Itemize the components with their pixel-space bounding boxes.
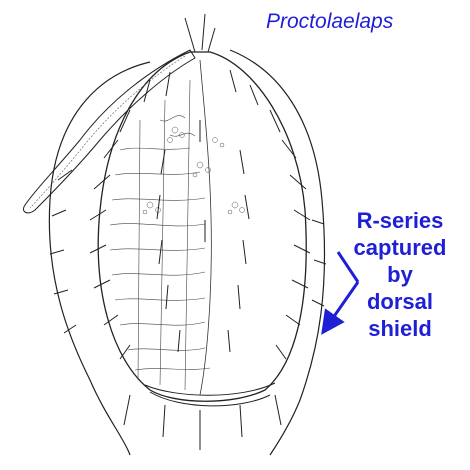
annotation-text: R-series captured by dorsal shield bbox=[334, 207, 466, 342]
dorsal-shield bbox=[97, 51, 307, 402]
annotation-line-2: captured bbox=[353, 235, 447, 260]
annotation-line-3: by bbox=[387, 262, 413, 287]
annotation-line-4: dorsal bbox=[366, 289, 434, 314]
dorsal-setae bbox=[89, 69, 311, 360]
anterior-setae bbox=[184, 13, 216, 53]
annotation-arrow bbox=[328, 251, 360, 325]
genus-title: Proctolaelaps bbox=[266, 10, 394, 33]
body-outline bbox=[48, 61, 151, 456]
posterior-setae bbox=[123, 394, 282, 450]
shield-posterior-band bbox=[144, 382, 276, 407]
shield-reticulation bbox=[109, 79, 211, 391]
leg-segment bbox=[22, 49, 196, 214]
annotation-line-5: shield bbox=[368, 316, 432, 341]
annotation-line-1: R-series bbox=[356, 208, 444, 233]
body-outline-right bbox=[229, 49, 326, 456]
pore-clusters bbox=[142, 126, 245, 215]
r-series-setae bbox=[49, 169, 327, 334]
mid-dorsal-ridge bbox=[199, 59, 212, 396]
